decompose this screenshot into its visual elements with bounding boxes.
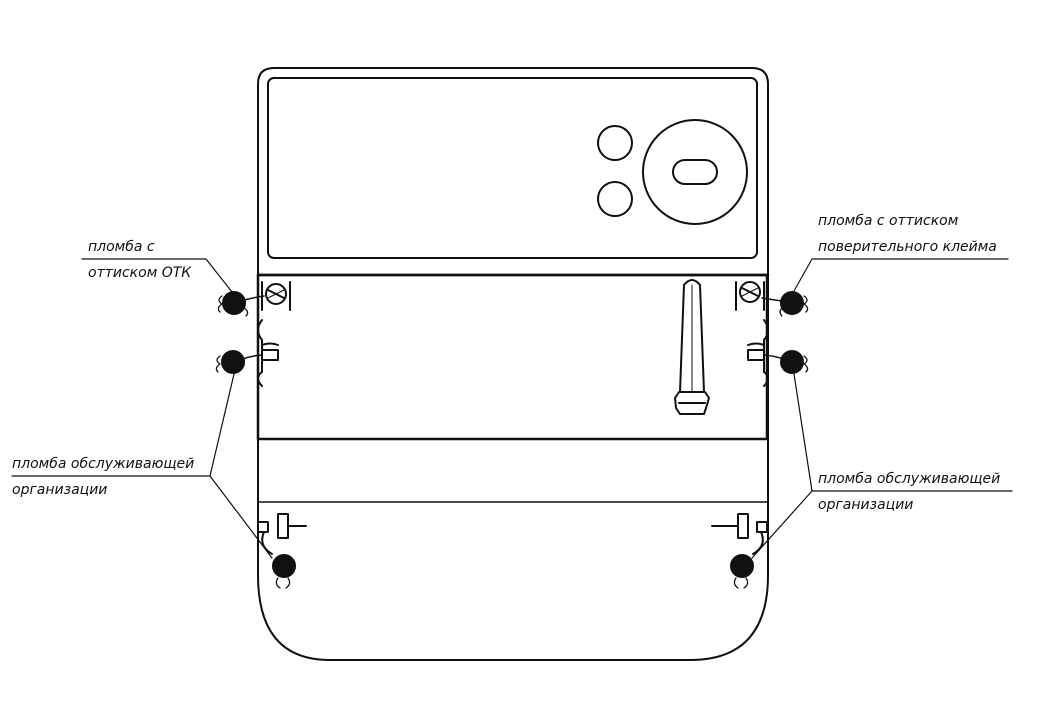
- optical-port-slot: [672, 159, 718, 185]
- seal-service-bottom-right: [730, 554, 754, 589]
- seal-service-bottom-left: [272, 554, 296, 589]
- label-service-left-line1: пломба обслуживающей: [12, 456, 194, 472]
- leader-service-right-bottom: [751, 490, 813, 559]
- label-otk-line2: оттиском ОТК: [88, 265, 192, 281]
- label-otk-line1: пломба с: [88, 239, 155, 255]
- label-service-right-line1: пломба обслуживающей: [818, 471, 1000, 487]
- leader-lines: [11, 258, 1013, 559]
- seal-verification: [761, 291, 809, 317]
- screw-upper-left: [261, 281, 291, 311]
- label-verification-line1: пломба с оттиском: [818, 213, 959, 229]
- latch-middle-left: [257, 319, 279, 387]
- leader-verification: [793, 258, 1009, 292]
- indicator-upper-circle: [597, 125, 633, 161]
- screw-upper-right: [735, 281, 765, 311]
- label-service-right-line2: организации: [818, 497, 913, 513]
- optical-port-outer: [642, 119, 748, 225]
- latch-middle-right: [747, 319, 769, 387]
- seal-otk: [217, 291, 265, 317]
- seal-service-middle-right: [763, 350, 809, 374]
- label-verification-line2: поверительного клейма: [818, 239, 997, 255]
- indicator-lower-circle: [597, 181, 633, 217]
- leader-service-left-bottom: [209, 475, 273, 559]
- terminal-cover-panel: [256, 273, 769, 441]
- meter-housing-outline: [257, 67, 769, 661]
- display-window: [267, 77, 758, 259]
- latch-bottom-left: [257, 513, 307, 555]
- seal-service-middle-left: [215, 350, 263, 374]
- latch-bottom-right: [711, 513, 768, 555]
- antenna: [674, 279, 710, 415]
- leader-otk: [81, 258, 233, 293]
- label-service-left-line2: организации: [12, 482, 107, 498]
